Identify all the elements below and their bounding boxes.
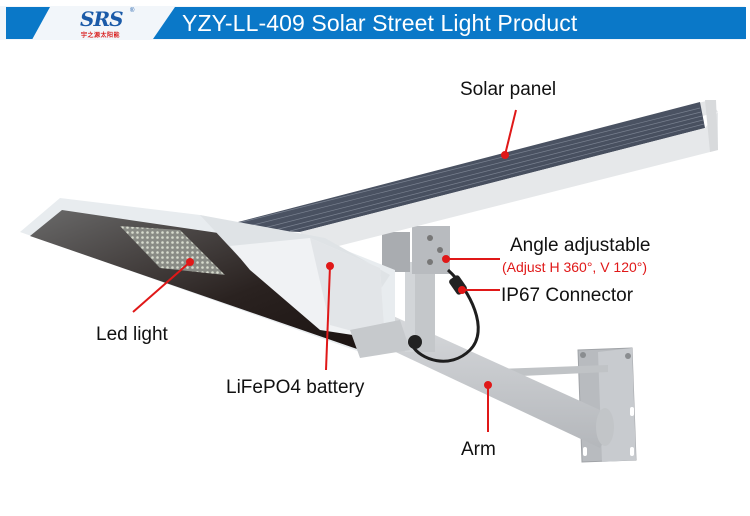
label-battery: LiFePO4 battery	[226, 377, 365, 398]
title-bar	[153, 7, 746, 39]
callout-lines	[132, 109, 517, 432]
solar-street-light-illustration	[20, 100, 718, 463]
lamp-housing	[20, 198, 410, 358]
label-ip67-connector: IP67 Connector	[501, 285, 634, 306]
label-arm: Arm	[461, 439, 496, 460]
logo-mark: SRS	[80, 7, 124, 31]
logo-subtitle: 宇之源太阳能	[81, 33, 121, 39]
brand-logo: SRS ® 宇之源太阳能	[78, 7, 144, 39]
solar-panel-graphic	[215, 100, 718, 252]
label-solar-panel: Solar panel	[460, 79, 557, 100]
label-led-light: Led light	[96, 324, 168, 345]
header-banner: SRS ® 宇之源太阳能 YZY-LL-409 Solar Street Lig…	[0, 0, 750, 42]
label-angle-detail: (Adjust H 360°, V 120°)	[502, 259, 648, 275]
label-angle-adjustable: Angle adjustable	[510, 235, 651, 256]
product-diagram	[0, 42, 750, 516]
page-title: YZY-LL-409 Solar Street Light Product	[182, 10, 578, 36]
registered-icon: ®	[130, 8, 135, 14]
angle-adjuster	[382, 226, 450, 274]
